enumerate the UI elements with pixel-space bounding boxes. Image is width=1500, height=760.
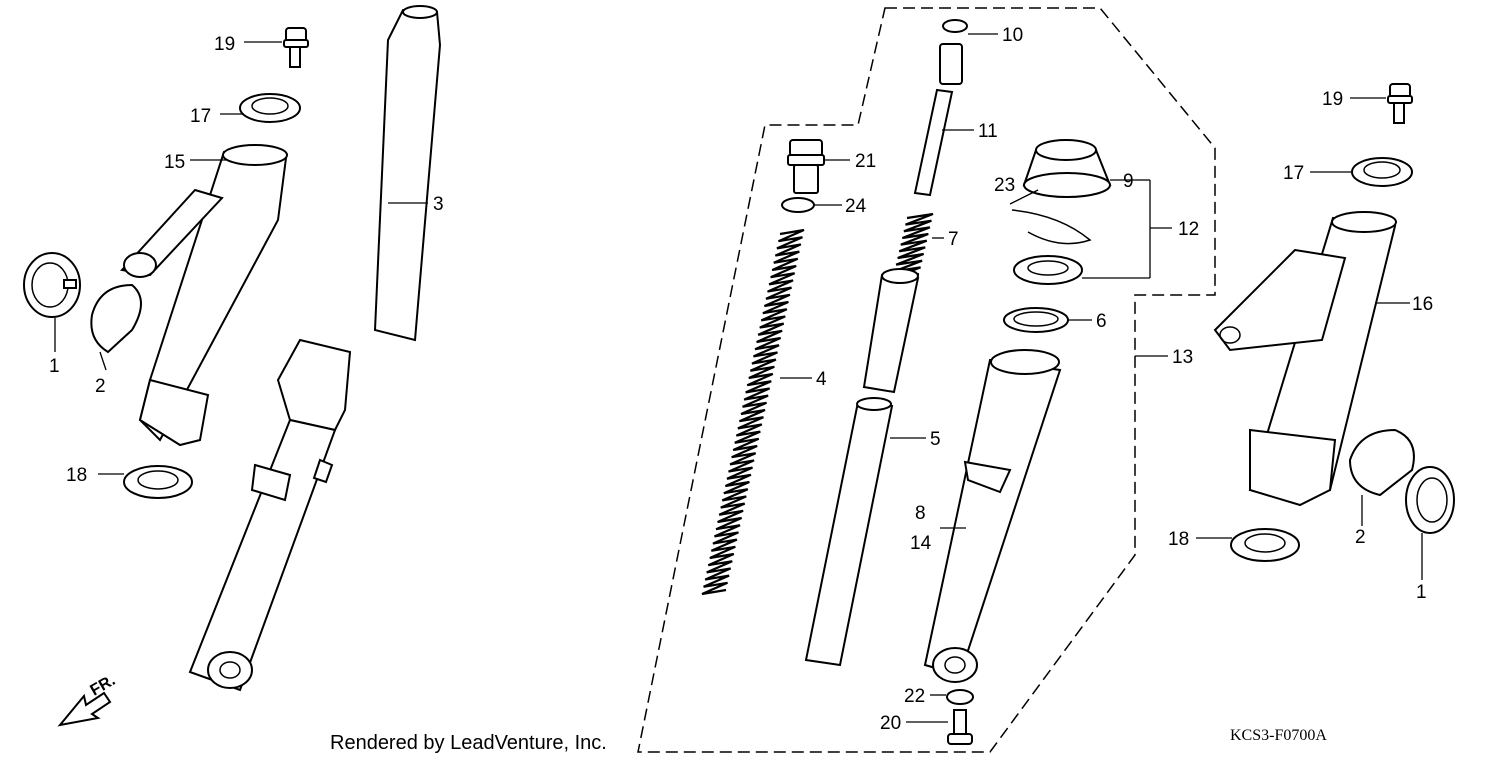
part-5-fork-pipe (804, 268, 920, 667)
callout-17: 17 (190, 106, 211, 127)
callout-13: 13 (1172, 347, 1193, 368)
part-18-cushion-left (123, 465, 193, 499)
part-6-back-up-ring (1003, 307, 1069, 333)
render-credit: Rendered by LeadVenture, Inc. (330, 732, 607, 754)
part-10-stopper-ring (942, 19, 968, 33)
callout-8: 8 (915, 503, 926, 524)
callout-10: 10 (1002, 25, 1023, 46)
part-22-washer (946, 689, 974, 705)
leader-lines (54, 33, 1423, 723)
part-8-slider (923, 349, 1062, 683)
callout-7: 7 (948, 229, 959, 250)
callout-15: 15 (164, 152, 185, 173)
assembly-boundary (637, 7, 1216, 753)
callout-18: 18 (1168, 529, 1189, 550)
part-19-bolt-right (1387, 83, 1413, 124)
callout-1: 1 (1416, 582, 1427, 603)
part-11-damper-rod-upper (913, 43, 963, 197)
callout-17: 17 (1283, 163, 1304, 184)
part-4-fork-spring (701, 228, 805, 596)
part-9-dust-seal (1022, 139, 1112, 198)
callout-labels: 19 17 15 3 1 2 18 10 11 21 24 9 23 12 7 … (49, 25, 1433, 734)
part-3-fork-tube (188, 5, 442, 692)
callout-9: 9 (1123, 171, 1134, 192)
part-20-socket-bolt (947, 709, 973, 745)
callout-24: 24 (845, 196, 867, 217)
callout-19: 19 (214, 34, 235, 55)
part-19-bolt-left (283, 27, 309, 68)
part-18-cushion-right (1230, 528, 1300, 562)
callout-12: 12 (1178, 219, 1199, 240)
front-direction-arrow: FR. (57, 672, 119, 727)
callout-16: 16 (1412, 294, 1433, 315)
callout-6: 6 (1096, 311, 1107, 332)
part-21-fork-bolt (787, 139, 825, 194)
part-15-headlight-bracket-left (120, 144, 288, 447)
part-24-o-ring (781, 197, 815, 213)
part-1-reflector-right (1405, 466, 1455, 534)
part-12-oil-seal (1013, 255, 1083, 285)
callout-20: 20 (880, 713, 901, 734)
part-17-cushion-right (1351, 157, 1413, 187)
part-1-reflector-left (23, 252, 81, 318)
callout-11: 11 (978, 121, 998, 142)
part-2-reflector-base-left (90, 283, 142, 354)
callout-21: 21 (855, 151, 876, 172)
part-2-reflector-base-right (1348, 428, 1415, 497)
part-17-cushion-left (239, 93, 301, 123)
callout-2: 2 (1355, 527, 1366, 548)
part-16-headlight-bracket-right (1213, 211, 1397, 507)
callout-1: 1 (49, 356, 60, 377)
diagram-code: KCS3-F0700A (1230, 727, 1327, 744)
callout-4: 4 (816, 369, 827, 390)
callout-23: 23 (994, 175, 1015, 196)
part-23-stopper-ring (1011, 209, 1092, 245)
callout-3: 3 (433, 194, 444, 215)
callout-19: 19 (1322, 89, 1343, 110)
callout-2: 2 (95, 376, 106, 397)
callout-22: 22 (904, 686, 925, 707)
callout-14: 14 (910, 533, 932, 554)
callout-18: 18 (66, 465, 87, 486)
front-direction-label: FR. (88, 672, 119, 700)
callout-5: 5 (930, 429, 941, 450)
